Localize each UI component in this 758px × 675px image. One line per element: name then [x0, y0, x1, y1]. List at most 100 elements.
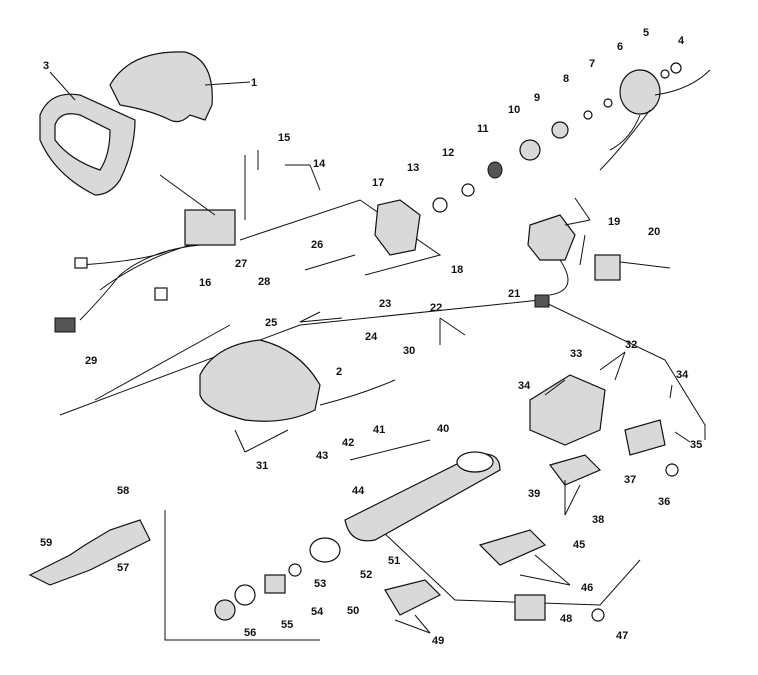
label-56: 56	[244, 627, 257, 639]
label-24: 24	[365, 331, 378, 343]
turn-signal-lever	[159, 174, 216, 216]
label-58: 58	[117, 485, 130, 497]
label-27: 27	[235, 258, 248, 270]
label-59: 59	[40, 537, 53, 549]
label-44: 44	[352, 485, 365, 497]
ring-8	[583, 110, 593, 120]
label-5: 5	[643, 27, 650, 39]
label-38: 38	[592, 514, 605, 526]
label-43: 43	[316, 450, 329, 462]
upper-shroud	[109, 51, 213, 123]
washer-5	[660, 69, 670, 79]
switch-39	[548, 454, 602, 486]
nut-4	[670, 62, 682, 74]
label-20: 20	[648, 226, 661, 238]
label-4: 4	[678, 35, 685, 47]
label-26: 26	[311, 239, 324, 251]
label-2: 2	[336, 366, 343, 378]
label-57: 57	[117, 562, 130, 574]
ignition-switch	[527, 214, 576, 261]
leader-lines	[49, 71, 691, 634]
rod-41	[349, 439, 431, 461]
label-46: 46	[581, 582, 594, 594]
steering-shaft	[94, 324, 231, 401]
label-53: 53	[314, 578, 327, 590]
label-6: 6	[617, 41, 624, 53]
label-51: 51	[388, 555, 401, 567]
upper-assembly-outline	[59, 299, 706, 440]
label-25: 25	[265, 317, 278, 329]
label-32: 32	[625, 339, 638, 351]
label-9: 9	[534, 92, 541, 104]
label-39: 39	[528, 488, 541, 500]
label-48: 48	[560, 613, 573, 625]
spring-11	[487, 161, 503, 179]
lower-shroud-opening	[54, 113, 111, 171]
label-34b: 34	[676, 369, 689, 381]
u-joint	[28, 519, 151, 586]
jacket-end	[456, 451, 494, 473]
label-41: 41	[373, 424, 386, 436]
label-17: 17	[372, 177, 385, 189]
label-34a: 34	[518, 380, 531, 392]
clip-36	[665, 463, 679, 477]
label-35: 35	[690, 439, 703, 451]
label-3: 3	[43, 60, 50, 72]
bracket-37	[624, 419, 666, 456]
lower-assembly-outline	[164, 510, 320, 641]
wire-30	[319, 379, 396, 406]
label-11: 11	[477, 123, 489, 135]
module-48	[514, 594, 546, 621]
ignition-wire	[549, 259, 569, 296]
bearing-56	[214, 599, 236, 621]
label-47: 47	[616, 630, 629, 642]
connector-small-2	[154, 287, 168, 301]
ring-12	[461, 183, 475, 197]
bearing-13	[432, 197, 448, 213]
label-50: 50	[347, 605, 360, 617]
label-23: 23	[379, 298, 392, 310]
label-52: 52	[360, 569, 373, 581]
label-28: 28	[258, 276, 271, 288]
label-29: 29	[85, 355, 98, 367]
ring-53	[288, 563, 302, 577]
label-33: 33	[570, 348, 583, 360]
wire-harness-right	[599, 69, 711, 171]
cancel-cam	[619, 69, 661, 115]
label-31: 31	[256, 460, 269, 472]
wire-harness-left	[79, 244, 201, 321]
ignition-connector	[534, 294, 550, 308]
sleeve-52	[309, 537, 341, 563]
label-21: 21	[508, 288, 521, 300]
label-55: 55	[281, 619, 294, 631]
dimmer-lever	[619, 261, 671, 269]
gear-10	[519, 139, 541, 161]
switch-housing	[184, 209, 236, 246]
support-housing	[529, 374, 606, 446]
key-shaft	[304, 254, 356, 271]
label-14: 14	[313, 158, 326, 170]
lock-housing	[374, 199, 421, 256]
label-18: 18	[451, 264, 464, 276]
label-49: 49	[432, 635, 445, 647]
label-15: 15	[278, 132, 291, 144]
label-22: 22	[430, 302, 443, 314]
plate-9	[551, 121, 569, 139]
label-40: 40	[437, 423, 450, 435]
label-1: 1	[251, 77, 258, 89]
switch-50	[384, 579, 442, 616]
label-12: 12	[442, 147, 455, 159]
label-37: 37	[624, 474, 637, 486]
label-7: 7	[589, 58, 596, 70]
label-13: 13	[407, 162, 420, 174]
label-36: 36	[658, 496, 671, 508]
block-54	[264, 574, 286, 594]
label-42: 42	[342, 437, 355, 449]
mount-bracket	[478, 529, 547, 566]
column-housing	[199, 339, 321, 422]
ring-7	[603, 98, 613, 108]
label-19: 19	[608, 216, 621, 228]
label-8: 8	[563, 73, 570, 85]
